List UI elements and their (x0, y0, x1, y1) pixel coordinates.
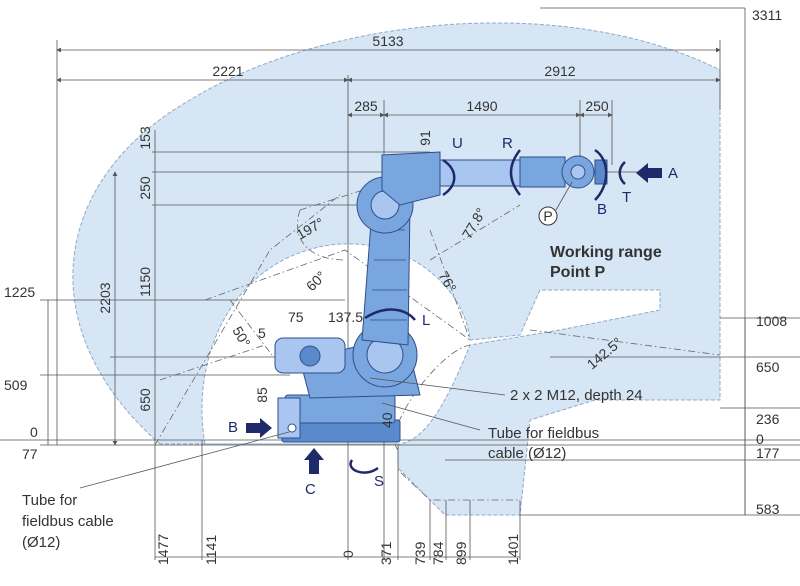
axis-l-label: L (422, 312, 430, 329)
fieldbus-connector (287, 423, 297, 433)
fieldbus-tube-right-line1: Tube for fieldbus (488, 425, 599, 442)
dim-1401: 1401 (505, 534, 521, 565)
rotation-arrows (349, 148, 626, 474)
c-direction-arrow (304, 448, 324, 474)
axis-r-label: R (502, 135, 513, 152)
working-range-title: Working range (550, 244, 662, 261)
dim-0-left: 0 (30, 424, 38, 440)
r-rotation-arrow (509, 149, 521, 196)
angle-60: 60° (303, 268, 329, 294)
u-rotation-arrow (442, 158, 456, 197)
dim-75: 75 (288, 309, 304, 325)
angle-50: 50° (229, 324, 253, 350)
counterweight-hub (299, 345, 321, 367)
dim-2221: 2221 (212, 63, 243, 79)
dim-40: 40 (379, 412, 395, 428)
b-rotation-arrow (594, 148, 608, 201)
s-rotation-arrow (349, 459, 379, 474)
dim-509: 509 (4, 377, 28, 393)
dim-85: 85 (254, 387, 270, 403)
dim-0-bottom: 0 (340, 550, 356, 558)
dim-650-left: 650 (137, 388, 153, 412)
dim-739: 739 (412, 541, 428, 565)
dim-236: 236 (756, 411, 780, 427)
dim-899: 899 (453, 541, 469, 565)
t-rotation-arrow (618, 161, 626, 185)
dim-250-top: 250 (585, 98, 609, 114)
upper-arm-tube (439, 159, 521, 187)
dim-3311: 3311 (752, 7, 782, 23)
fieldbus-tube-right-line2: cable (Ø12) (488, 445, 566, 462)
l-rotation-arrow (364, 308, 416, 321)
dim-650-right: 650 (756, 359, 780, 375)
b-side-direction-arrow (246, 418, 272, 438)
dim-2203: 2203 (97, 282, 113, 313)
dim-583: 583 (756, 501, 780, 517)
dim-177: 177 (756, 445, 780, 461)
forearm (519, 156, 566, 188)
dim-0-right: 0 (756, 431, 764, 447)
axis-a-label: A (668, 165, 678, 182)
wrist-center (570, 164, 586, 180)
dim-1225: 1225 (4, 284, 35, 300)
dim-1477: 1477 (155, 534, 171, 565)
fieldbus-tube-left-line1: Tube for (22, 492, 77, 509)
dim-5: 5 (258, 325, 266, 341)
point-p-marker (538, 206, 558, 226)
dim-137-5: 137.5 (328, 309, 363, 325)
dim-285: 285 (354, 98, 378, 114)
dim-1141: 1141 (203, 535, 219, 565)
dim-153: 153 (137, 126, 153, 150)
dim-1150: 1150 (137, 267, 153, 297)
axis-c-label: C (305, 481, 316, 498)
axis-b-side-label: B (228, 419, 238, 436)
dimension-lines (47, 47, 746, 558)
dim-784: 784 (430, 541, 446, 565)
mounting-holes-callout: 2 x 2 M12, depth 24 (510, 387, 643, 404)
dim-1008: 1008 (756, 313, 787, 329)
dim-371: 371 (378, 541, 394, 565)
upper-arm-housing (381, 151, 441, 206)
dim-1490: 1490 (466, 98, 497, 114)
dim-250-left: 250 (137, 176, 153, 200)
axis-b-label: B (597, 201, 607, 218)
dim-5133: 5133 (372, 33, 403, 49)
fieldbus-tube-left-line2: fieldbus cable (22, 513, 114, 530)
point-p-title: Point P (550, 264, 605, 281)
direction-arrows (246, 163, 662, 474)
a-direction-arrow (636, 163, 662, 183)
axis-t-label: T (622, 189, 631, 206)
dim-77: 77 (22, 446, 38, 462)
axis-u-label: U (452, 135, 463, 152)
fieldbus-tube-left-line3: (Ø12) (22, 534, 60, 551)
dim-2912: 2912 (544, 63, 575, 79)
axis-s-label: S (374, 473, 384, 490)
point-p-label: P (543, 208, 552, 224)
dim-91: 91 (417, 130, 433, 146)
